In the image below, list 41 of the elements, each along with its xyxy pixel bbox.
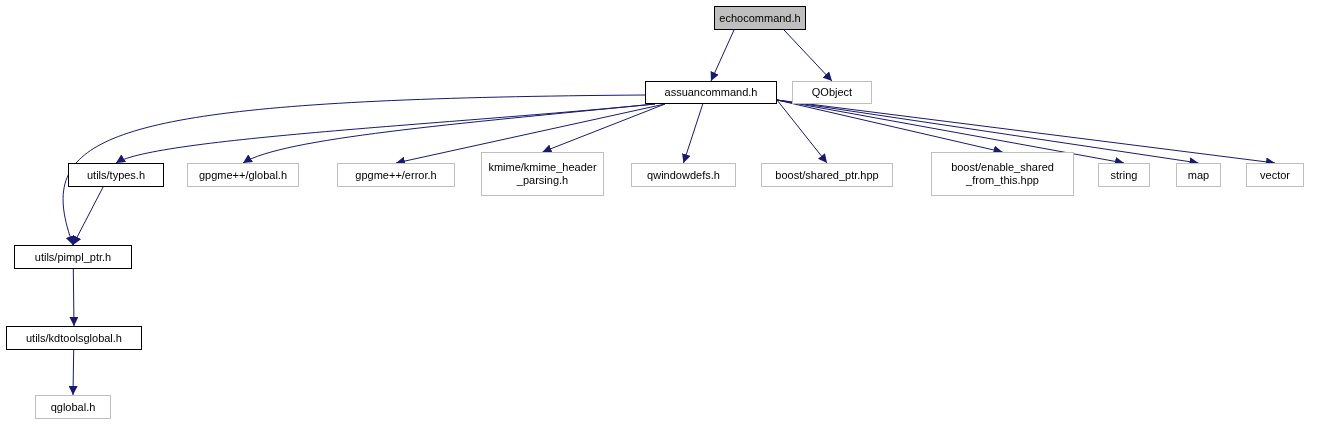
file-box [761,163,893,187]
include-arrow [776,99,828,164]
include-arrow [542,103,666,153]
include-arrow [62,94,646,246]
file-box [6,326,142,350]
file-name: QObject [811,86,853,99]
file-name: utils/types.h [86,168,146,182]
file-name: qwindowdefs.h [647,168,720,182]
file-box [187,163,299,187]
file-name: utils/kdtoolsglobal.h [26,331,122,345]
file-name: qglobal.h [50,400,96,414]
file-name: boost/enable_shared _from_this.hpp [950,161,1055,187]
include-arrow [783,29,833,82]
file-box [931,152,1074,196]
file-box [645,81,777,104]
include-arrow [682,103,704,164]
file-name: utils/pimpl_ptr.h [34,250,112,264]
file-name: echocommand.h [719,11,801,25]
file-box [337,163,455,187]
file-name: map [1187,168,1210,182]
file-box [481,152,604,196]
include-arrow [710,29,735,82]
file-box [631,163,736,187]
file-name: gpgme++/error.h [355,168,437,182]
file-box [14,245,132,269]
include-arrow [72,186,104,246]
file-name: vector [1260,168,1290,182]
file-name: assuancommand.h [664,86,758,99]
file-name: boost/shared_ptr.hpp [775,168,879,182]
file-box [68,163,164,187]
file-name: string [1110,168,1138,182]
include-arrow [69,268,79,327]
include-arrow [68,349,78,396]
file-box [1098,163,1150,187]
file-box [1176,163,1221,187]
file-name: gpgme++/global.h [198,168,288,182]
file-box [1246,163,1304,187]
file-box [35,395,111,419]
file-box [792,81,872,104]
file-name: kmime/kmime_header _parsing.h [487,161,598,187]
file-box [714,6,806,30]
